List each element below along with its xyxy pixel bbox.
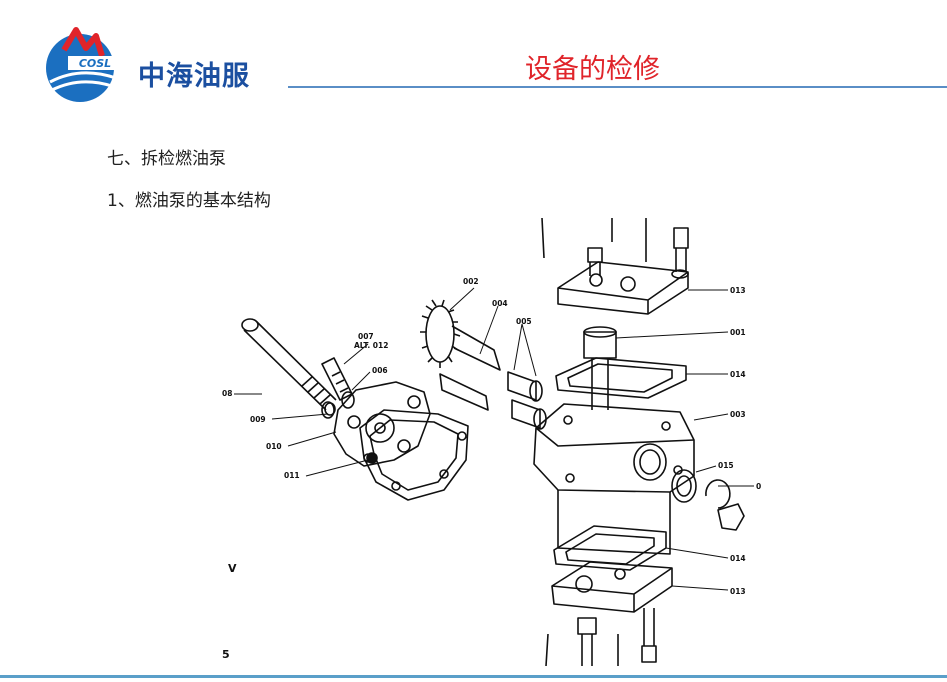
part-label-013-bottom: 013 (730, 587, 746, 596)
part-label-011: 011 (284, 471, 300, 480)
short-bolt-part (321, 357, 355, 409)
part-label-009: 009 (250, 415, 266, 424)
logo-text: 中海油服 (138, 61, 250, 92)
long-bolt-part (241, 318, 337, 419)
shaft-part (439, 373, 489, 411)
logo-mark-letters: COSL (79, 57, 111, 70)
bottom-bolts-part (545, 608, 657, 666)
fitting-part (671, 469, 745, 531)
part-label-002: 002 (463, 277, 479, 286)
top-bolts-part (541, 217, 689, 279)
part-label-006: 006 (372, 366, 388, 375)
part-label-014-bottom: 014 (730, 554, 746, 563)
end-cover-part (333, 381, 431, 467)
page-title: 设备的检修 (525, 54, 660, 85)
header-divider (288, 86, 947, 88)
pin-part (366, 452, 378, 464)
part-label-004: 004 (492, 299, 508, 308)
fuel-pump-exploded-diagram: 002 004 005 007 ALT. 012 006 08 009 010 … (222, 217, 761, 666)
cosl-logo-icon: COSL (46, 27, 122, 102)
gear-part (420, 299, 501, 371)
section-heading: 七、拆检燃油泵 (107, 149, 226, 169)
stray-mark-5: 5 (222, 648, 230, 661)
part-label-015: 015 (718, 461, 734, 470)
footer-divider (0, 675, 947, 678)
leader-lines (234, 287, 754, 591)
upper-gasket-part (555, 357, 687, 399)
part-label-013-top: 013 (730, 286, 746, 295)
stray-mark-v: V (228, 562, 237, 575)
part-label-005: 005 (516, 317, 532, 326)
top-cover-part (557, 261, 689, 315)
bushings-part (507, 371, 547, 430)
part-label-08: 08 (222, 389, 232, 398)
part-label-alt-012: ALT. 012 (354, 341, 388, 350)
bottom-cover-part (551, 561, 673, 613)
part-label-0: 0 (756, 482, 761, 491)
part-label-014-top: 014 (730, 370, 746, 379)
part-label-001: 001 (730, 328, 746, 337)
part-label-007: 007 (358, 332, 374, 341)
part-label-003: 003 (730, 410, 746, 419)
company-logo: COSL 中海油服 (38, 26, 288, 106)
part-label-010: 010 (266, 442, 282, 451)
pump-body-part (533, 403, 695, 555)
subsection-heading: 1、燃油泵的基本结构 (107, 191, 271, 211)
plunger-part (583, 326, 617, 410)
